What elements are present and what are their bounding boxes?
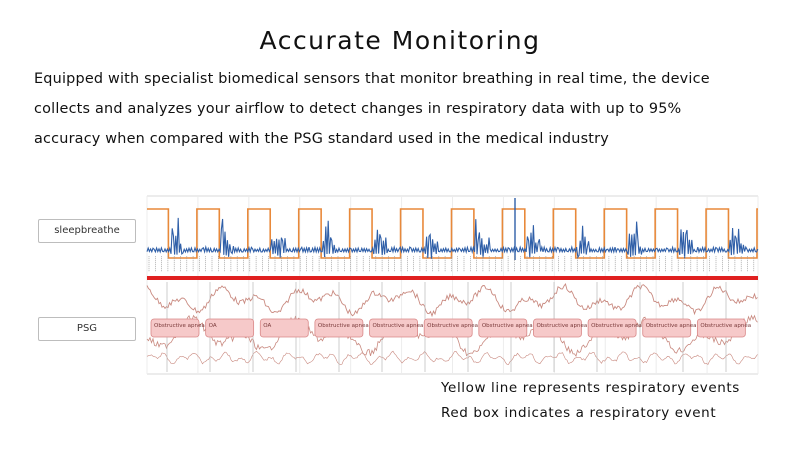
psg-event-box bbox=[642, 318, 692, 338]
legend-event-line: Yellow line represents respiratory event… bbox=[441, 380, 740, 396]
description-line-1: Equipped with specialist biomedical sens… bbox=[34, 71, 710, 87]
description-line-3: accuracy when compared with the PSG stan… bbox=[34, 131, 609, 147]
psg-event-box bbox=[587, 318, 637, 338]
psg-event-label: Obstructive apnea bbox=[154, 323, 205, 329]
psg-event-box bbox=[314, 318, 364, 338]
psg-event-box bbox=[533, 318, 582, 338]
psg-event-box bbox=[696, 318, 746, 338]
event-line bbox=[147, 208, 758, 259]
psg-event-box bbox=[478, 318, 528, 338]
psg-label: PSG bbox=[38, 317, 136, 341]
description-line-2: collects and analyzes your airflow to de… bbox=[34, 101, 682, 117]
page-title: Accurate Monitoring bbox=[259, 26, 541, 55]
divider-bar bbox=[147, 276, 758, 280]
airflow-line bbox=[146, 217, 759, 259]
description: Equipped with specialist biomedical sens… bbox=[34, 64, 774, 154]
psg-event-box bbox=[369, 318, 418, 338]
psg-event-box bbox=[259, 318, 309, 338]
psg-wave-upper bbox=[146, 282, 758, 318]
psg-event-label: Obstructive apnea bbox=[591, 323, 642, 329]
psg-event-box bbox=[150, 318, 200, 338]
psg-event-label: Obstructive apnea bbox=[318, 323, 369, 329]
device-label: sleepbreathe bbox=[38, 219, 136, 243]
psg-event-label: Obstructive apnea bbox=[536, 323, 587, 329]
psg-event-label: Obstructive apnea bbox=[482, 323, 533, 329]
psg-event-label: Obstructive apnea bbox=[646, 323, 697, 329]
psg-event-label: Obstructive apnea bbox=[700, 323, 751, 329]
psg-wave-lower bbox=[146, 350, 758, 366]
psg-event-label: Obstructive apnea bbox=[373, 323, 424, 329]
psg-event-box bbox=[423, 318, 473, 338]
psg-event-box bbox=[205, 318, 255, 338]
psg-event-label: OA bbox=[209, 323, 217, 329]
psg-event-label: OA bbox=[263, 323, 271, 329]
legend-event-box: Red box indicates a respiratory event bbox=[441, 405, 717, 421]
psg-event-label: Obstructive apnea bbox=[427, 323, 478, 329]
